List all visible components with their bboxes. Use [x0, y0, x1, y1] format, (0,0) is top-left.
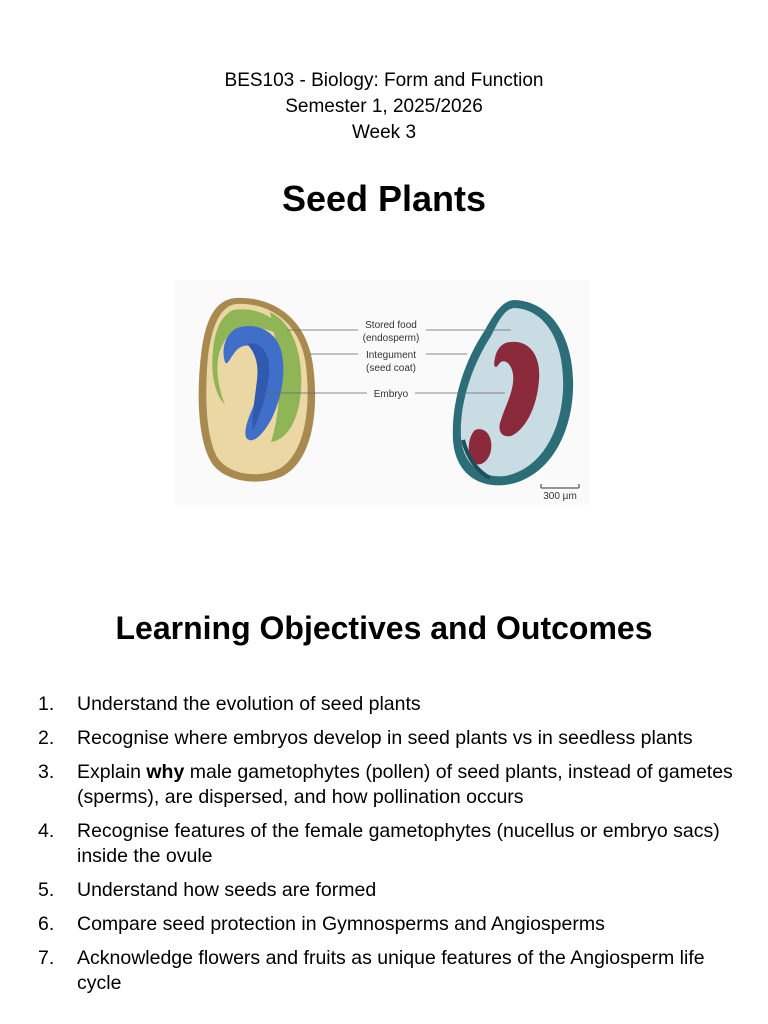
objective-number: 7.	[38, 947, 55, 969]
objective-text: Recognise features of the female gametop…	[77, 819, 738, 869]
objective-text: Understand the evolution of seed plants	[77, 692, 738, 717]
objective-text-segment: Compare seed protection in Gymnosperms a…	[77, 913, 605, 935]
objective-item: 4. Recognise features of the female gamet…	[38, 819, 738, 869]
objectives-list: 1. Understand the evolution of seed plant…	[38, 692, 738, 1005]
objective-number: 6.	[38, 913, 55, 935]
objective-number: 5.	[38, 879, 55, 901]
objective-text-segment: Explain	[77, 761, 147, 783]
objective-number: 1.	[38, 693, 55, 715]
seed-micrograph	[452, 300, 574, 486]
objective-text-segment: Understand the evolution of seed plants	[77, 693, 421, 715]
label-embryo: Embryo	[374, 389, 409, 400]
course-line: BES103 - Biology: Form and Function	[224, 70, 544, 91]
document-header: BES103 - Biology: Form and Function Seme…	[0, 68, 768, 146]
objective-item: 1. Understand the evolution of seed plant…	[38, 692, 738, 717]
objective-text: Compare seed protection in Gymnosperms a…	[77, 912, 738, 937]
objective-emphasis: why	[146, 761, 185, 783]
objective-text: Explain why male gametophytes (pollen) o…	[77, 760, 738, 810]
objective-item: 2. Recognise where embryos develop in see…	[38, 726, 738, 751]
objective-number: 3.	[38, 761, 55, 783]
objective-item: 6. Compare seed protection in Gymnosperms…	[38, 912, 738, 937]
label-integument: Integument	[366, 350, 416, 361]
objective-item: 3. Explain why male gametophytes (pollen)…	[38, 760, 738, 810]
seed-diagram: Stored food (endosperm) Integument (seed…	[175, 280, 590, 505]
objective-text-segment: male gametophytes (pollen) of seed plant…	[77, 761, 733, 808]
objective-text-segment: Recognise features of the female gametop…	[77, 820, 720, 867]
objective-text-segment: Acknowledge flowers and fruits as unique…	[77, 947, 705, 994]
objective-text-segment: Recognise where embryos develop in seed …	[77, 727, 693, 749]
objective-item: 7. Acknowledge flowers and fruits as uniq…	[38, 946, 738, 996]
objective-text: Recognise where embryos develop in seed …	[77, 726, 738, 751]
objective-item: 5. Understand how seeds are formed	[38, 878, 738, 903]
objectives-heading: Learning Objectives and Outcomes	[115, 610, 653, 646]
label-endosperm: (endosperm)	[363, 333, 420, 344]
label-seed-coat: (seed coat)	[366, 363, 416, 374]
objective-text: Understand how seeds are formed	[77, 878, 738, 903]
seed-figure: Stored food (endosperm) Integument (seed…	[175, 280, 590, 505]
objective-text-segment: Understand how seeds are formed	[77, 879, 377, 901]
objective-text: Acknowledge flowers and fruits as unique…	[77, 946, 738, 996]
week-line: Week 3	[351, 122, 417, 143]
objective-number: 2.	[38, 727, 55, 749]
label-stored-food: Stored food	[365, 320, 417, 331]
page-title: Seed Plants	[281, 178, 487, 219]
semester-line: Semester 1, 2025/2026	[285, 96, 483, 117]
scale-bar-label: 300 µm	[543, 491, 577, 502]
seed-drawing	[198, 297, 316, 482]
objective-number: 4.	[38, 820, 55, 842]
